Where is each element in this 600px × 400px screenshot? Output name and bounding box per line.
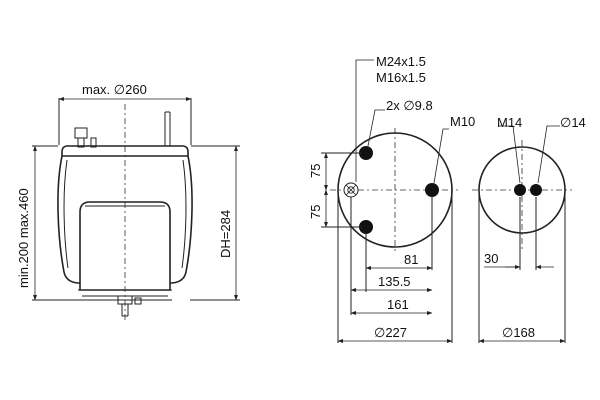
diameter-227-label: ∅227 [374, 325, 407, 340]
height-range-label: min.200 max.460 [16, 188, 31, 288]
m14-leader [498, 125, 521, 184]
top-stud-lower [359, 220, 373, 234]
dim-161-label: 161 [387, 297, 409, 312]
holes-label: 2x ∅9.8 [386, 98, 433, 113]
thread-m16-label: M16x1.5 [376, 70, 426, 85]
bottom-stud-m14 [514, 184, 526, 196]
bottom-hole-14 [530, 184, 542, 196]
thread-m24-label: M24x1.5 [376, 54, 426, 69]
top-plate-view: M24x1.5 M16x1.5 2x ∅9.8 M10 75 75 81 135… [308, 54, 475, 343]
bottom-hole-label: ∅14 [560, 115, 586, 130]
side-view: max. ∅260 min.200 max.460 DH=284 [16, 82, 240, 320]
top-stud-m10 [425, 183, 439, 197]
top-mounting-stud [164, 111, 171, 146]
diameter-168-label: ∅168 [502, 325, 535, 340]
top-stud-upper [359, 146, 373, 160]
dim-135-5-label: 135.5 [378, 274, 411, 289]
bellow-right-outline [170, 155, 193, 284]
design-height-label: DH=284 [218, 210, 233, 258]
bottom-thread-label: M14 [497, 115, 522, 130]
spacing-upper-label: 75 [308, 164, 323, 178]
top-air-fitting [74, 127, 97, 148]
bellow-left-outline [57, 155, 80, 284]
max-diameter-label: max. ∅260 [82, 82, 147, 97]
thread-leader [355, 59, 374, 182]
hole-14-leader [537, 125, 560, 184]
spacing-lower-label: 75 [308, 205, 323, 219]
air-connection-m24 [343, 182, 359, 198]
top-plate [61, 145, 189, 157]
dim-30-label: 30 [484, 251, 498, 266]
bottom-plate-view: M14 ∅14 30 ∅168 [472, 115, 586, 343]
thread-m10-label: M10 [450, 114, 475, 129]
bottom-mounting-stud [117, 295, 142, 317]
dim-81-label: 81 [404, 252, 418, 267]
